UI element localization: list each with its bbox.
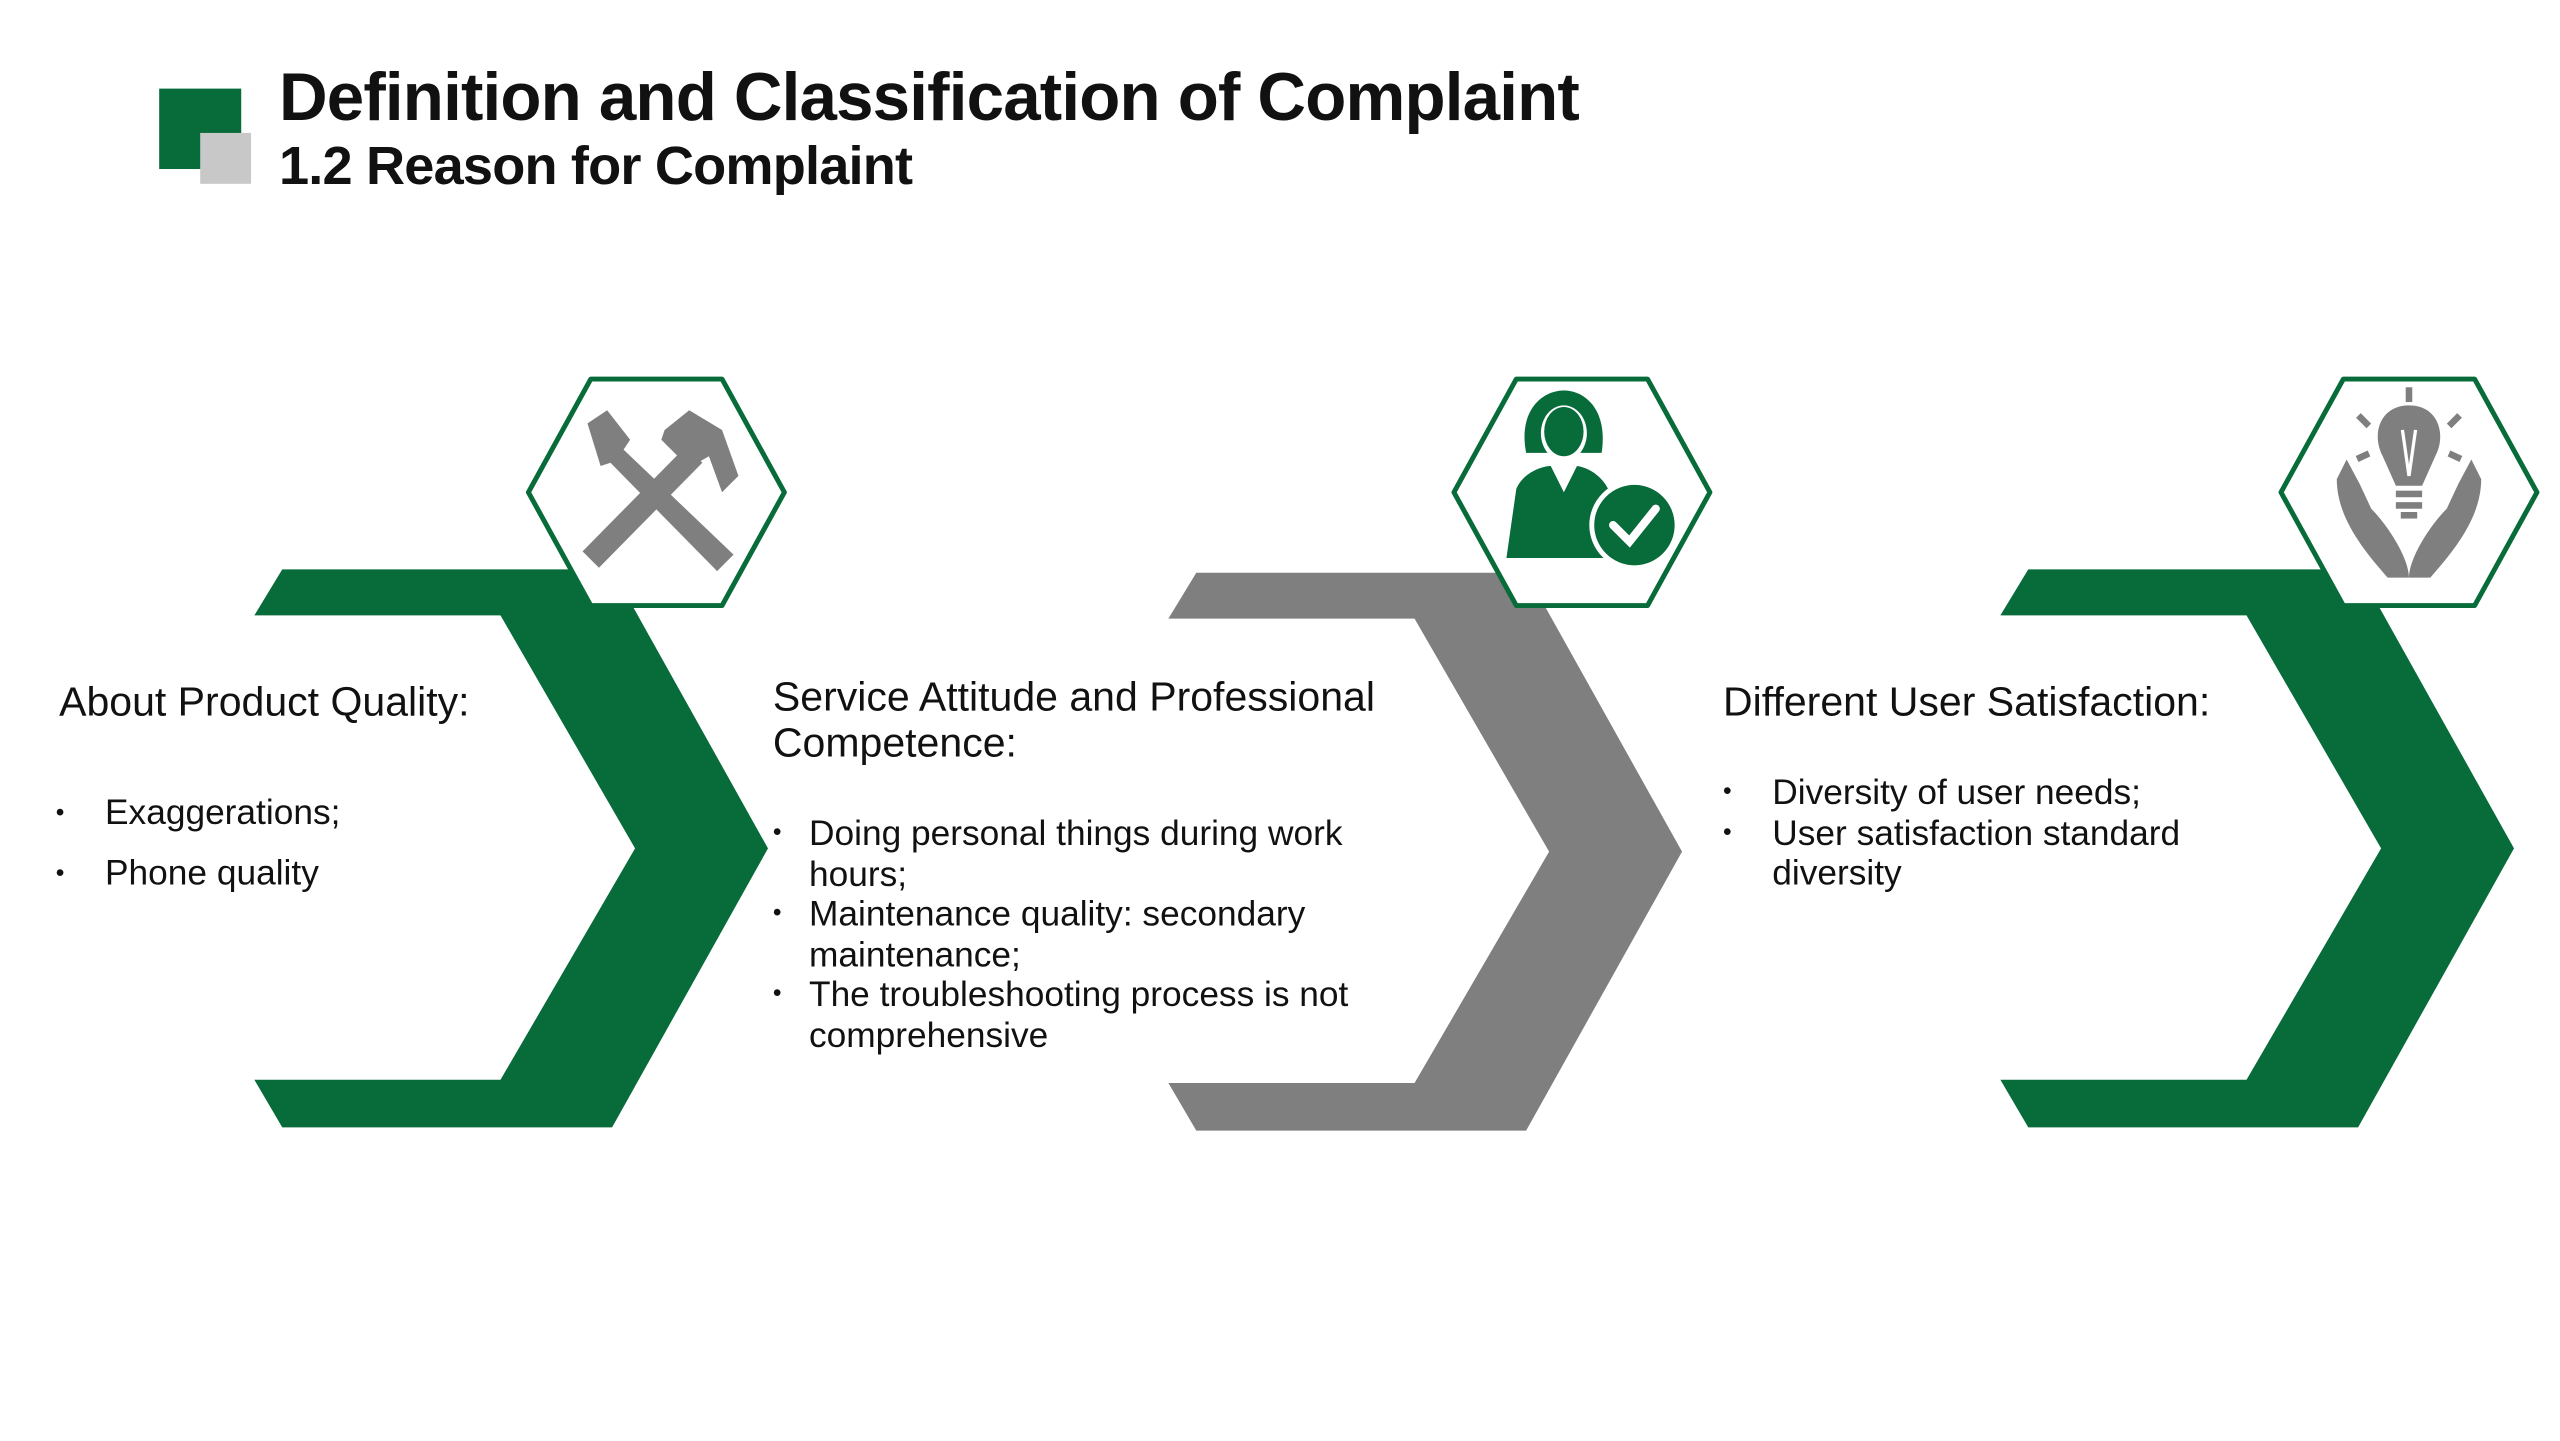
list-item: User satisfaction standard diversity [1723, 813, 2248, 893]
section-heading: About Product Quality: [59, 679, 470, 726]
list-item: Exaggerations; [56, 783, 552, 844]
page-subtitle: 1.2 Reason for Complaint [278, 134, 913, 196]
lightbulb-hands-icon [2336, 387, 2482, 578]
section-user-satisfaction: Different User Satisfaction: Diversity o… [1723, 679, 2281, 893]
section-heading: Service Attitude and Professional Compet… [772, 674, 1375, 767]
list-item: Phone quality [56, 843, 552, 904]
logo-gray-square [200, 132, 252, 184]
service-woman-check-icon [1506, 390, 1680, 571]
tools-icon [582, 410, 739, 572]
section-heading: Different User Satisfaction: [1723, 679, 2211, 726]
list-item: Diversity of user needs; [1723, 773, 2248, 813]
page-title: Definition and Classification of Complai… [278, 59, 1580, 135]
list-item: Doing personal things during work hours; [773, 814, 1421, 894]
list-item: Maintenance quality: secondary maintenan… [773, 894, 1421, 974]
list-item: The troubleshooting process is not compr… [773, 975, 1421, 1055]
section-product-quality: About Product Quality: Exaggerations; Ph… [56, 679, 552, 904]
section-service-attitude: Service Attitude and Professional Compet… [773, 674, 1446, 1055]
